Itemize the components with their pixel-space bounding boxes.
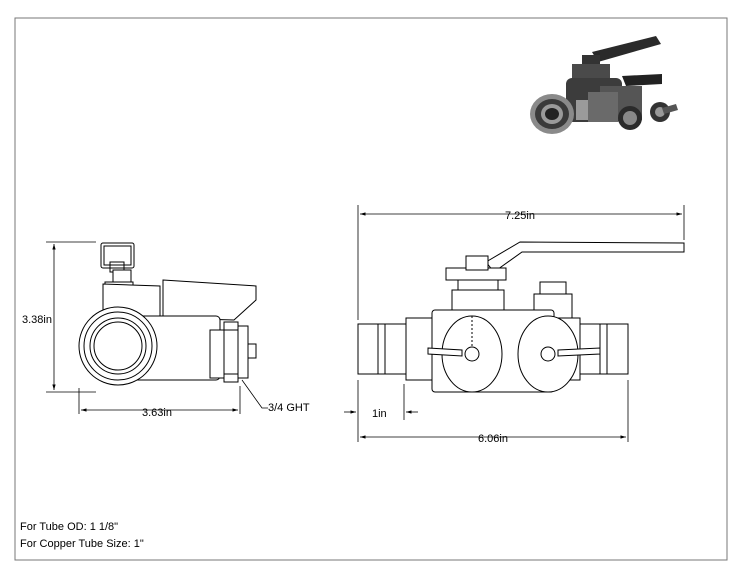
ght-thread xyxy=(237,325,249,379)
note-tube-od: For Tube OD: 1 1/8" xyxy=(20,521,119,533)
dim-end-length-label: 1in xyxy=(372,408,387,420)
left-pipe-end xyxy=(357,323,409,375)
isometric-valve-render xyxy=(530,36,678,134)
dim-body-length-label: 6.06in xyxy=(478,433,508,445)
dim-overall-length-label: 7.25in xyxy=(505,210,535,222)
sheet-border xyxy=(14,17,728,561)
front-view-drawing xyxy=(357,241,685,393)
dim-thread-label: 3/4 GHT xyxy=(268,402,310,414)
front-lever xyxy=(485,241,685,273)
lever-handle xyxy=(162,279,257,321)
cap-block xyxy=(100,242,135,269)
dim-side-width-label: 3.63in xyxy=(142,407,172,419)
side-view-dimensions xyxy=(46,241,268,414)
side-view-drawing xyxy=(78,242,257,386)
front-view-dimensions xyxy=(344,205,685,442)
note-copper-size: For Copper Tube Size: 1" xyxy=(20,538,144,550)
pipe-end-outer xyxy=(78,306,158,386)
dim-height-label: 3.38in xyxy=(22,314,52,326)
